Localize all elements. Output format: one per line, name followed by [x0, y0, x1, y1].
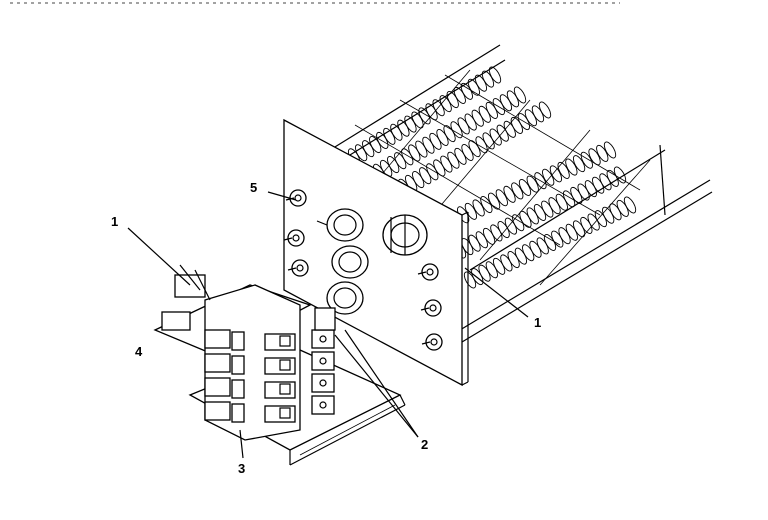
- heating-coils: [329, 44, 713, 343]
- terminal-studs: [283, 189, 443, 351]
- callout-part-1-sequencer: 1: [111, 214, 119, 229]
- terminal-blocks: [311, 307, 336, 415]
- circuit-breaker-stack: [204, 284, 301, 441]
- callout-part-1-heating-element: 1: [534, 315, 542, 330]
- callout-part-5-limit-switch: 5: [250, 180, 258, 195]
- limit-switches: [316, 208, 428, 315]
- leader-lines: [127, 191, 529, 459]
- callout-part-3-breaker: 3: [238, 461, 246, 476]
- callout-part-2-terminal-block: 2: [421, 437, 429, 452]
- callout-part-4-bracket: 4: [135, 344, 143, 359]
- sequencer-relay: [161, 264, 211, 331]
